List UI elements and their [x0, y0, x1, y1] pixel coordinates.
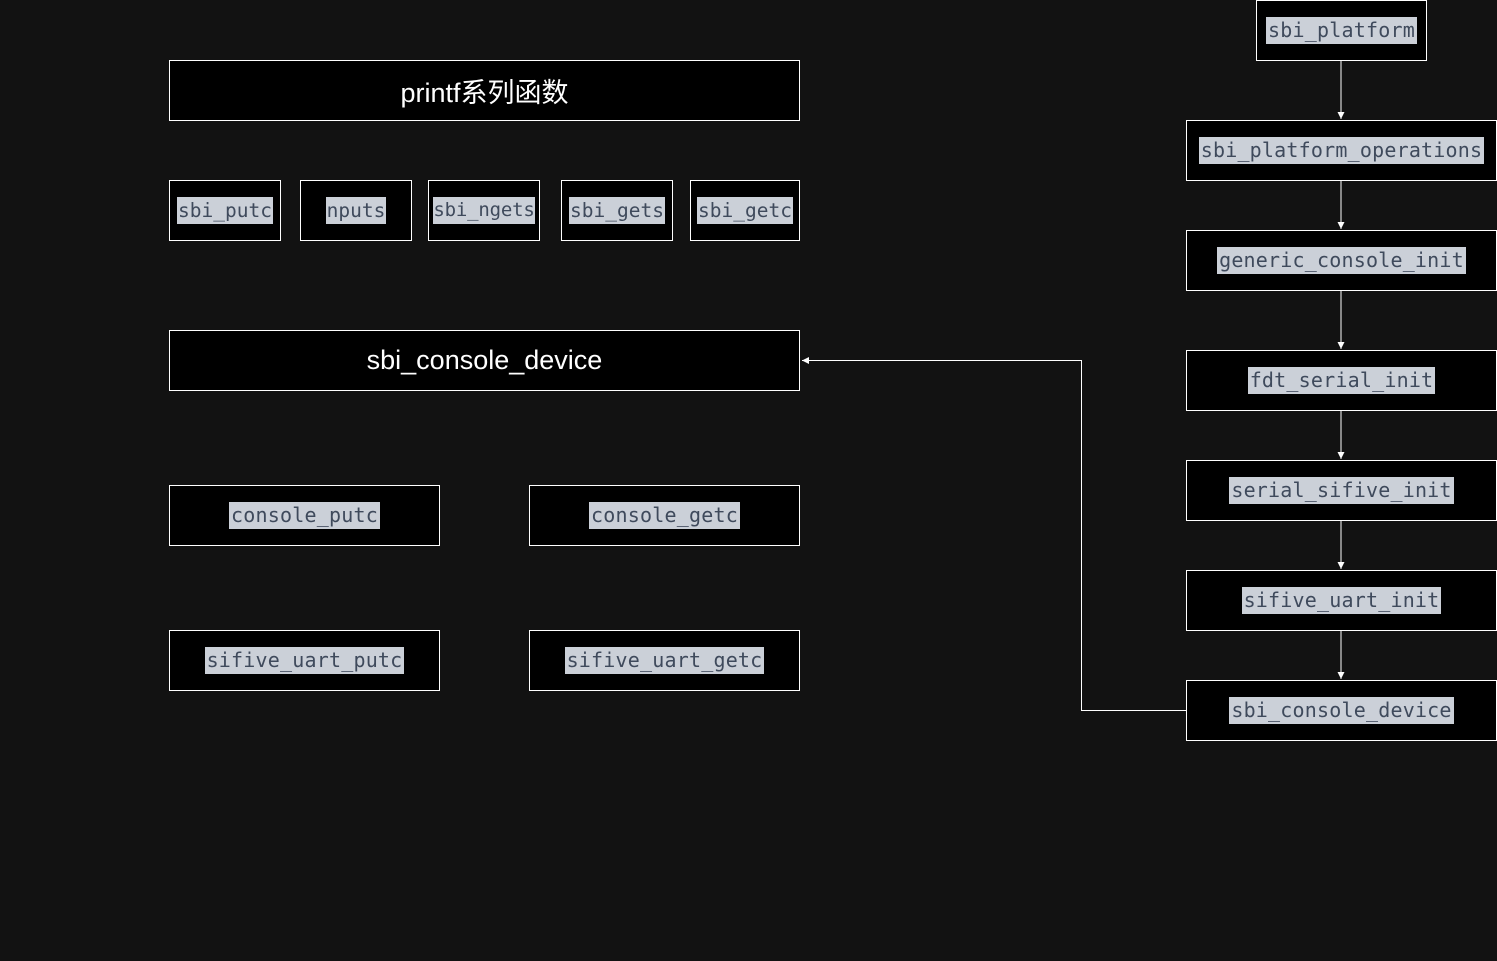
sbi-putc-label: sbi_putc [177, 197, 273, 224]
console-putc-label: console_putc [229, 502, 380, 529]
sbi-gets-box: sbi_gets [561, 180, 673, 241]
sifive-uart-init-label: sifive_uart_init [1241, 587, 1442, 614]
console-device-label: sbi_console_device [366, 345, 603, 375]
serial-sifive-init-label: serial_sifive_init [1229, 477, 1454, 504]
fdt-serial-init-label: fdt_serial_init [1247, 367, 1436, 394]
arrow-console-device-to-left-console-device [802, 357, 1186, 711]
printf-functions-label: printf系列函数 [400, 78, 569, 108]
sbi-platform-label: sbi_platform [1266, 17, 1417, 44]
sbi-ngets-box: sbi_ngets [428, 180, 540, 241]
printf-functions-box: printf系列函数 [169, 60, 800, 121]
right-console-device-box: sbi_console_device [1186, 680, 1497, 741]
nputs-label: nputs [325, 197, 387, 224]
sbi-getc-label: sbi_getc [697, 197, 793, 224]
console-putc-box: console_putc [169, 485, 440, 546]
fdt-serial-init-box: fdt_serial_init [1186, 350, 1497, 411]
sifive-uart-init-box: sifive_uart_init [1186, 570, 1497, 631]
console-device-box: sbi_console_device [169, 330, 800, 391]
sbi-putc-box: sbi_putc [169, 180, 281, 241]
generic-console-init-label: generic_console_init [1217, 247, 1466, 274]
serial-sifive-init-box: serial_sifive_init [1186, 460, 1497, 521]
sbi-gets-label: sbi_gets [569, 197, 665, 224]
sifive-uart-putc-label: sifive_uart_putc [204, 647, 405, 674]
right-console-device-label: sbi_console_device [1229, 697, 1454, 724]
generic-console-init-box: generic_console_init [1186, 230, 1497, 291]
sbi-ngets-label: sbi_ngets [433, 197, 535, 224]
console-getc-box: console_getc [529, 485, 800, 546]
sbi-platform-box: sbi_platform [1256, 0, 1427, 61]
sbi-platform-operations-label: sbi_platform_operations [1198, 137, 1485, 164]
sbi-getc-box: sbi_getc [690, 180, 800, 241]
sbi-platform-operations-box: sbi_platform_operations [1186, 120, 1497, 181]
sifive-uart-getc-label: sifive_uart_getc [564, 647, 765, 674]
console-getc-label: console_getc [589, 502, 740, 529]
sifive-uart-putc-box: sifive_uart_putc [169, 630, 440, 691]
sifive-uart-getc-box: sifive_uart_getc [529, 630, 800, 691]
nputs-box: nputs [300, 180, 412, 241]
